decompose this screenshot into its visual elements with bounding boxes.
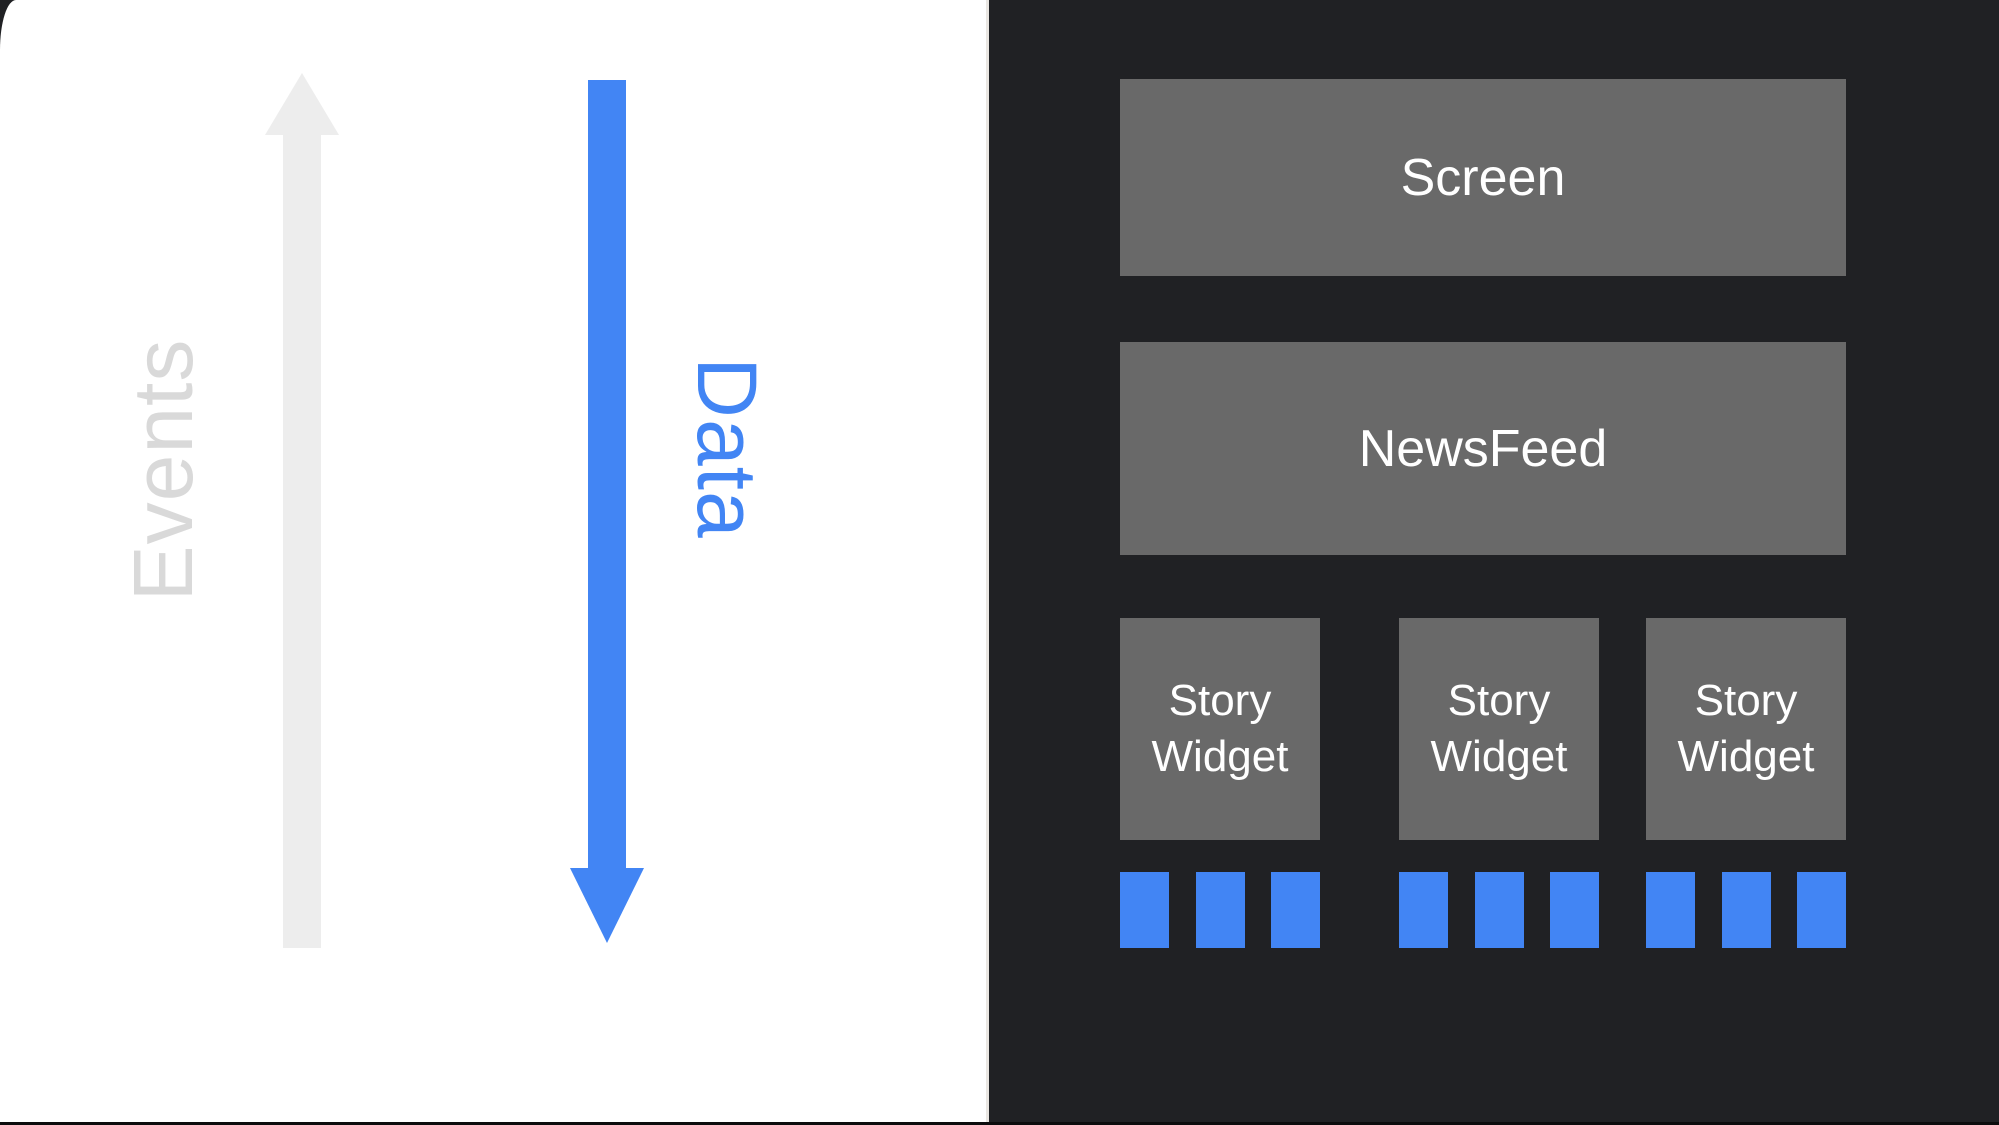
data-arrow-head-icon bbox=[570, 868, 644, 943]
story-widget-label: Story Widget bbox=[1151, 676, 1289, 781]
data-down-arrow-shaft bbox=[588, 80, 626, 870]
events-arrow-head-icon bbox=[265, 73, 339, 135]
story-widget-label: Story Widget bbox=[1430, 676, 1568, 781]
panel-edge-line bbox=[986, 0, 989, 1125]
data-item-square bbox=[1646, 872, 1695, 948]
story-widget-box: Story Widget bbox=[1399, 618, 1599, 840]
story-data-items-group bbox=[1646, 872, 1846, 948]
story-widget-label: Story Widget bbox=[1677, 676, 1815, 781]
rounded-corner-artifact bbox=[0, 0, 16, 50]
screen-box: Screen bbox=[1120, 79, 1846, 276]
story-widget-box: Story Widget bbox=[1646, 618, 1846, 840]
story-data-items-group bbox=[1120, 872, 1320, 948]
data-item-square bbox=[1399, 872, 1448, 948]
data-item-square bbox=[1474, 872, 1524, 948]
story-widget-box: Story Widget bbox=[1120, 618, 1320, 840]
events-flow-label: Events bbox=[116, 338, 210, 602]
data-flow-label: Data bbox=[680, 357, 774, 539]
events-up-arrow-shaft bbox=[283, 130, 321, 948]
flow-panel: Events Data bbox=[0, 0, 989, 1125]
data-item-square bbox=[1271, 872, 1320, 948]
screen-box-label: Screen bbox=[1400, 148, 1566, 207]
data-item-square bbox=[1195, 872, 1245, 948]
data-item-square bbox=[1721, 872, 1771, 948]
data-item-square bbox=[1120, 872, 1169, 948]
newsfeed-box-label: NewsFeed bbox=[1358, 419, 1608, 478]
widget-tree-panel: Screen NewsFeed Story Widget Story Widge… bbox=[989, 0, 1999, 1125]
data-item-square bbox=[1550, 872, 1599, 948]
bottom-edge-line bbox=[0, 1122, 1999, 1125]
story-data-items-group bbox=[1399, 872, 1599, 948]
data-item-square bbox=[1797, 872, 1846, 948]
newsfeed-box: NewsFeed bbox=[1120, 342, 1846, 555]
